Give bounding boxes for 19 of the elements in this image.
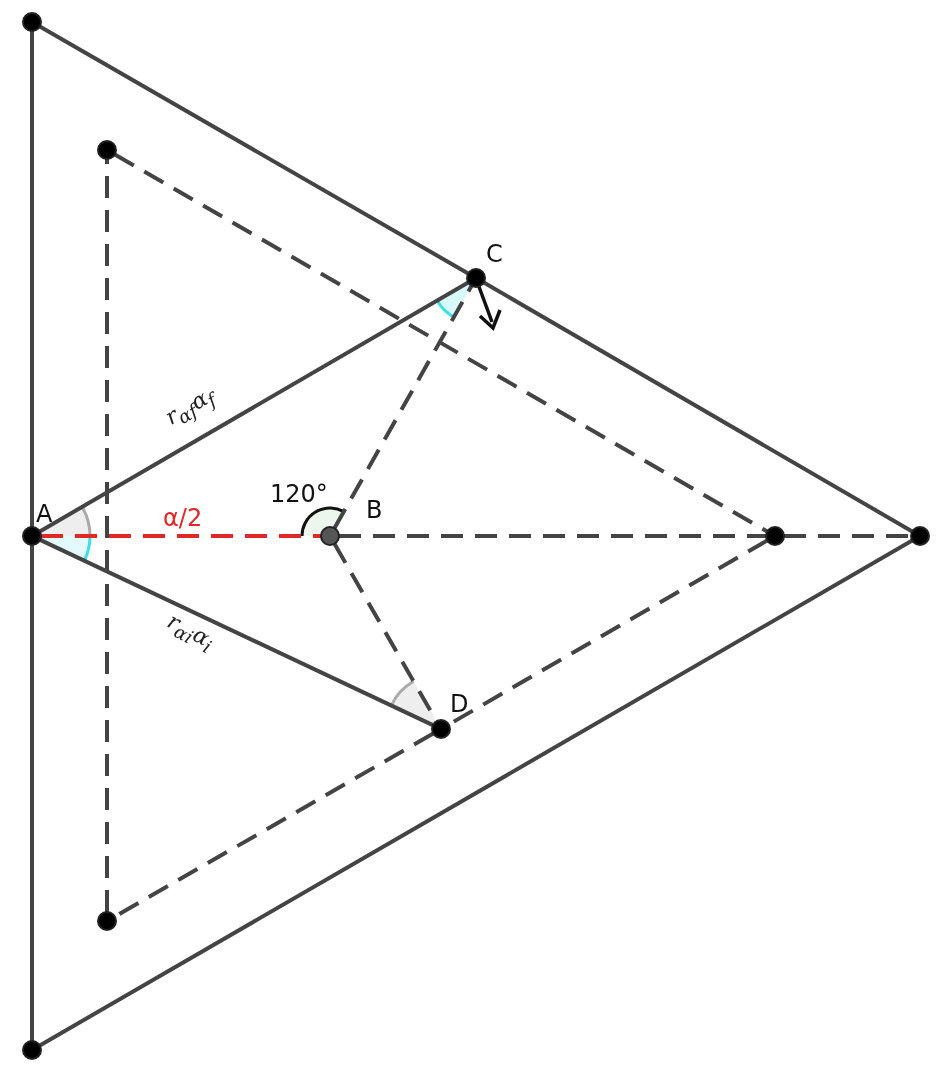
point-label: B: [366, 496, 383, 524]
angle-label: 120°: [270, 482, 328, 506]
dashed-line: [41, 534, 321, 538]
dashed-line: [784, 534, 911, 538]
line-segment: [30, 31, 34, 527]
dashed-line: [339, 534, 766, 538]
dashed-line: [332, 284, 474, 530]
line-segment: [30, 545, 34, 1041]
point-label: C: [486, 240, 503, 268]
point-label: A: [36, 500, 53, 528]
line-segment: [482, 280, 914, 534]
line-segment: [38, 280, 470, 534]
dashed-line: [113, 152, 769, 534]
point-label: D: [450, 690, 469, 718]
dashed-line: [105, 159, 109, 912]
line-segment: [38, 24, 470, 276]
line-segment: [38, 538, 914, 1048]
edge-label: α/2: [163, 506, 203, 530]
line-segment: [39, 538, 434, 727]
